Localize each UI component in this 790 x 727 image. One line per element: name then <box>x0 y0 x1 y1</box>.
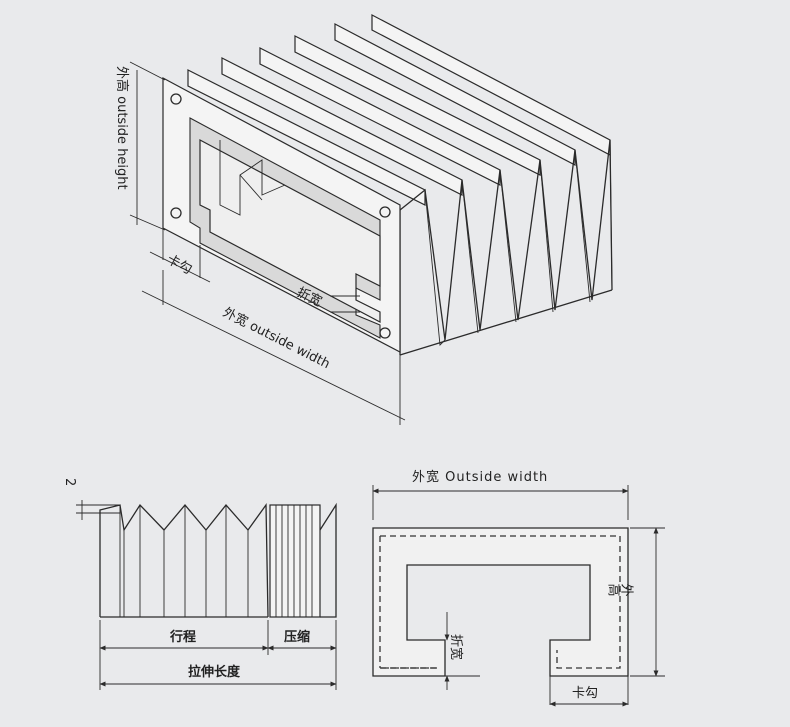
pitch-label: 2 <box>62 478 77 486</box>
bellows-front-view: 外宽 Outside width 外高 折宽 卡勾 <box>372 469 665 707</box>
stroke-fold-lines <box>119 505 249 617</box>
fold-width-label-front: 折宽 <box>448 634 464 660</box>
bellows-3d-view: 外高 outside height 卡勾 外宽 outside width 折宽 <box>114 14 613 425</box>
outside-height-label-front: 外高 <box>608 581 634 597</box>
hook-dim-line <box>149 251 211 283</box>
outside-height-label: 外高 outside height <box>114 66 130 190</box>
outside-width-label-front: 外宽 Outside width <box>412 469 548 485</box>
hook-label-front: 卡勾 <box>572 686 598 701</box>
bellows-side-view: 2 行 <box>62 478 337 690</box>
stroke-label: 行程 <box>169 629 196 645</box>
outside-width-label-top: 外宽 outside width <box>220 304 332 372</box>
hook-label-top: 卡勾 <box>164 252 194 277</box>
stroke-section-outline <box>99 503 269 618</box>
bolt-holes <box>170 93 391 339</box>
compressed-section <box>269 504 321 618</box>
outside-width-dim-line <box>141 290 406 421</box>
bellows-fold-panels <box>187 14 611 206</box>
compressed-label: 压缩 <box>284 629 310 645</box>
front-frame-outline <box>372 527 629 677</box>
extended-length-label: 拉伸长度 <box>188 664 241 680</box>
